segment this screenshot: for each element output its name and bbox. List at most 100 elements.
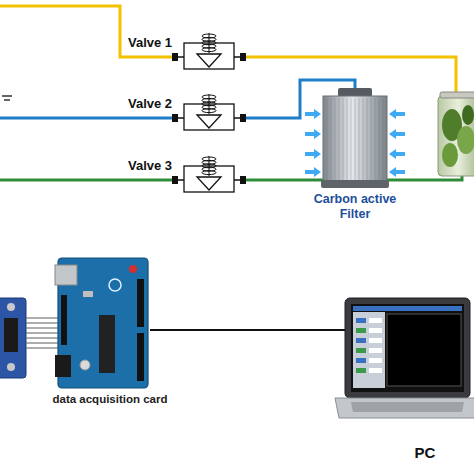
signal-wire xyxy=(26,327,58,328)
control-button xyxy=(356,338,366,343)
component-node: Valve 1 xyxy=(128,33,246,73)
filter-rib xyxy=(339,98,340,180)
component-node: Valve 2 xyxy=(128,94,246,134)
valve-pipe xyxy=(178,179,184,181)
filter-rib xyxy=(355,98,356,180)
filter-rib xyxy=(371,98,372,180)
sensor-chip xyxy=(4,318,18,352)
valve-port xyxy=(172,53,178,61)
valve-port xyxy=(172,114,178,122)
valve-arrow xyxy=(197,115,221,128)
laptop-base xyxy=(335,398,474,418)
valve-stem xyxy=(209,156,210,176)
signal-wire xyxy=(26,347,58,348)
laptop-lid xyxy=(345,298,470,398)
filter-rib xyxy=(379,98,380,180)
airflow-arrow xyxy=(389,167,405,177)
yellow-pipe xyxy=(246,57,456,98)
microcontroller-chip xyxy=(99,315,115,373)
signal-wire xyxy=(26,317,58,318)
plant-leaves xyxy=(462,105,474,125)
filter-rib xyxy=(383,98,384,180)
control-field xyxy=(369,348,382,353)
component-node: data acquisition card xyxy=(55,255,150,415)
green-pipe xyxy=(0,179,172,182)
valve-pipe xyxy=(178,56,184,58)
plant-leaves xyxy=(457,126,474,154)
filter-rib xyxy=(363,98,364,180)
component-label: Valve 2 xyxy=(128,96,188,112)
valve-port xyxy=(240,176,246,184)
component-label: PC xyxy=(400,444,450,462)
filter-body xyxy=(323,96,387,182)
valve-arrow xyxy=(197,177,221,190)
signal-wire xyxy=(26,337,58,338)
filter-rib xyxy=(335,98,336,180)
airflow-arrow xyxy=(389,129,405,139)
plant-jar xyxy=(438,96,474,176)
power-jack xyxy=(55,355,71,377)
plant-leaves xyxy=(442,143,458,167)
valve-stem xyxy=(209,33,210,53)
component-label: Carbon active Filter xyxy=(305,192,405,222)
keyboard xyxy=(351,402,464,412)
ground-symbol xyxy=(4,99,10,101)
valve-stem xyxy=(209,94,210,114)
capacitor xyxy=(80,360,90,370)
filter-rib xyxy=(343,98,344,180)
component-shape xyxy=(55,255,150,415)
airflow-arrow xyxy=(305,129,321,139)
signal-wire xyxy=(26,322,58,323)
filter-rib xyxy=(347,98,348,180)
signal-wire xyxy=(26,332,58,333)
reset-button xyxy=(129,265,137,273)
control-button xyxy=(356,318,366,323)
valve-pipe xyxy=(234,179,240,181)
component-label: data acquisition card xyxy=(45,393,175,407)
airflow-arrow xyxy=(305,109,321,119)
valve-spring xyxy=(202,48,216,52)
component-shape xyxy=(345,298,474,468)
control-panel xyxy=(353,312,385,388)
pin-header xyxy=(137,333,144,381)
valve-pipe xyxy=(234,56,240,58)
laptop-screen xyxy=(351,304,464,392)
filter-rib xyxy=(367,98,368,180)
control-button xyxy=(356,358,366,363)
control-field xyxy=(369,318,382,323)
component-label: Valve 3 xyxy=(128,158,188,174)
valve-arrow xyxy=(197,54,221,67)
window-titlebar xyxy=(353,306,462,311)
component-node: Valve 3 xyxy=(128,156,246,196)
sensor-module xyxy=(0,298,26,378)
valve-port xyxy=(240,53,246,61)
filter-rib xyxy=(375,98,376,180)
control-button xyxy=(356,328,366,333)
control-field xyxy=(369,328,382,333)
sensor-element xyxy=(7,363,15,371)
valve-port xyxy=(240,114,246,122)
filter-rib xyxy=(331,98,332,180)
usb-port xyxy=(55,265,77,285)
jar-lid xyxy=(440,92,474,98)
airflow-arrow xyxy=(389,109,405,119)
filter-rib xyxy=(351,98,352,180)
sensor-element xyxy=(7,303,15,311)
board-logo xyxy=(109,279,121,291)
pipe-connector xyxy=(150,329,345,331)
filter-rib xyxy=(327,98,328,180)
pin-header xyxy=(61,295,67,345)
control-field xyxy=(369,368,382,373)
crystal xyxy=(83,291,93,297)
airflow-arrow xyxy=(389,149,405,159)
signal-wire xyxy=(26,342,58,343)
pin-header xyxy=(137,279,144,327)
control-button xyxy=(356,348,366,353)
valve-spring xyxy=(202,171,216,175)
valve-pipe xyxy=(178,117,184,119)
valve-port xyxy=(172,176,178,184)
component-label: Valve 1 xyxy=(128,35,188,51)
valve-spring xyxy=(202,109,216,113)
plot-area xyxy=(387,314,461,386)
